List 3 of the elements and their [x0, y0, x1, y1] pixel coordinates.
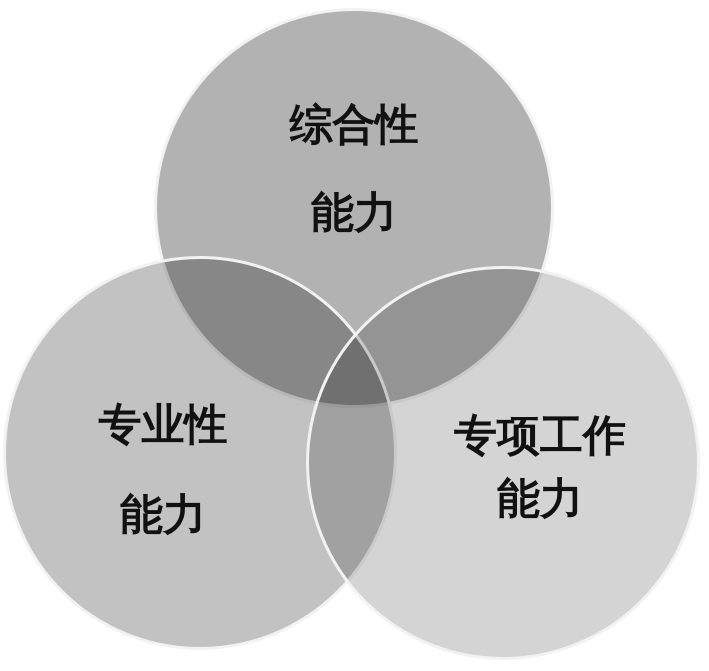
circle-label: 专项工作能力 — [453, 410, 627, 526]
circle-label: 综合性能力 — [288, 99, 420, 240]
circle-label: 专业性能力 — [98, 399, 228, 542]
